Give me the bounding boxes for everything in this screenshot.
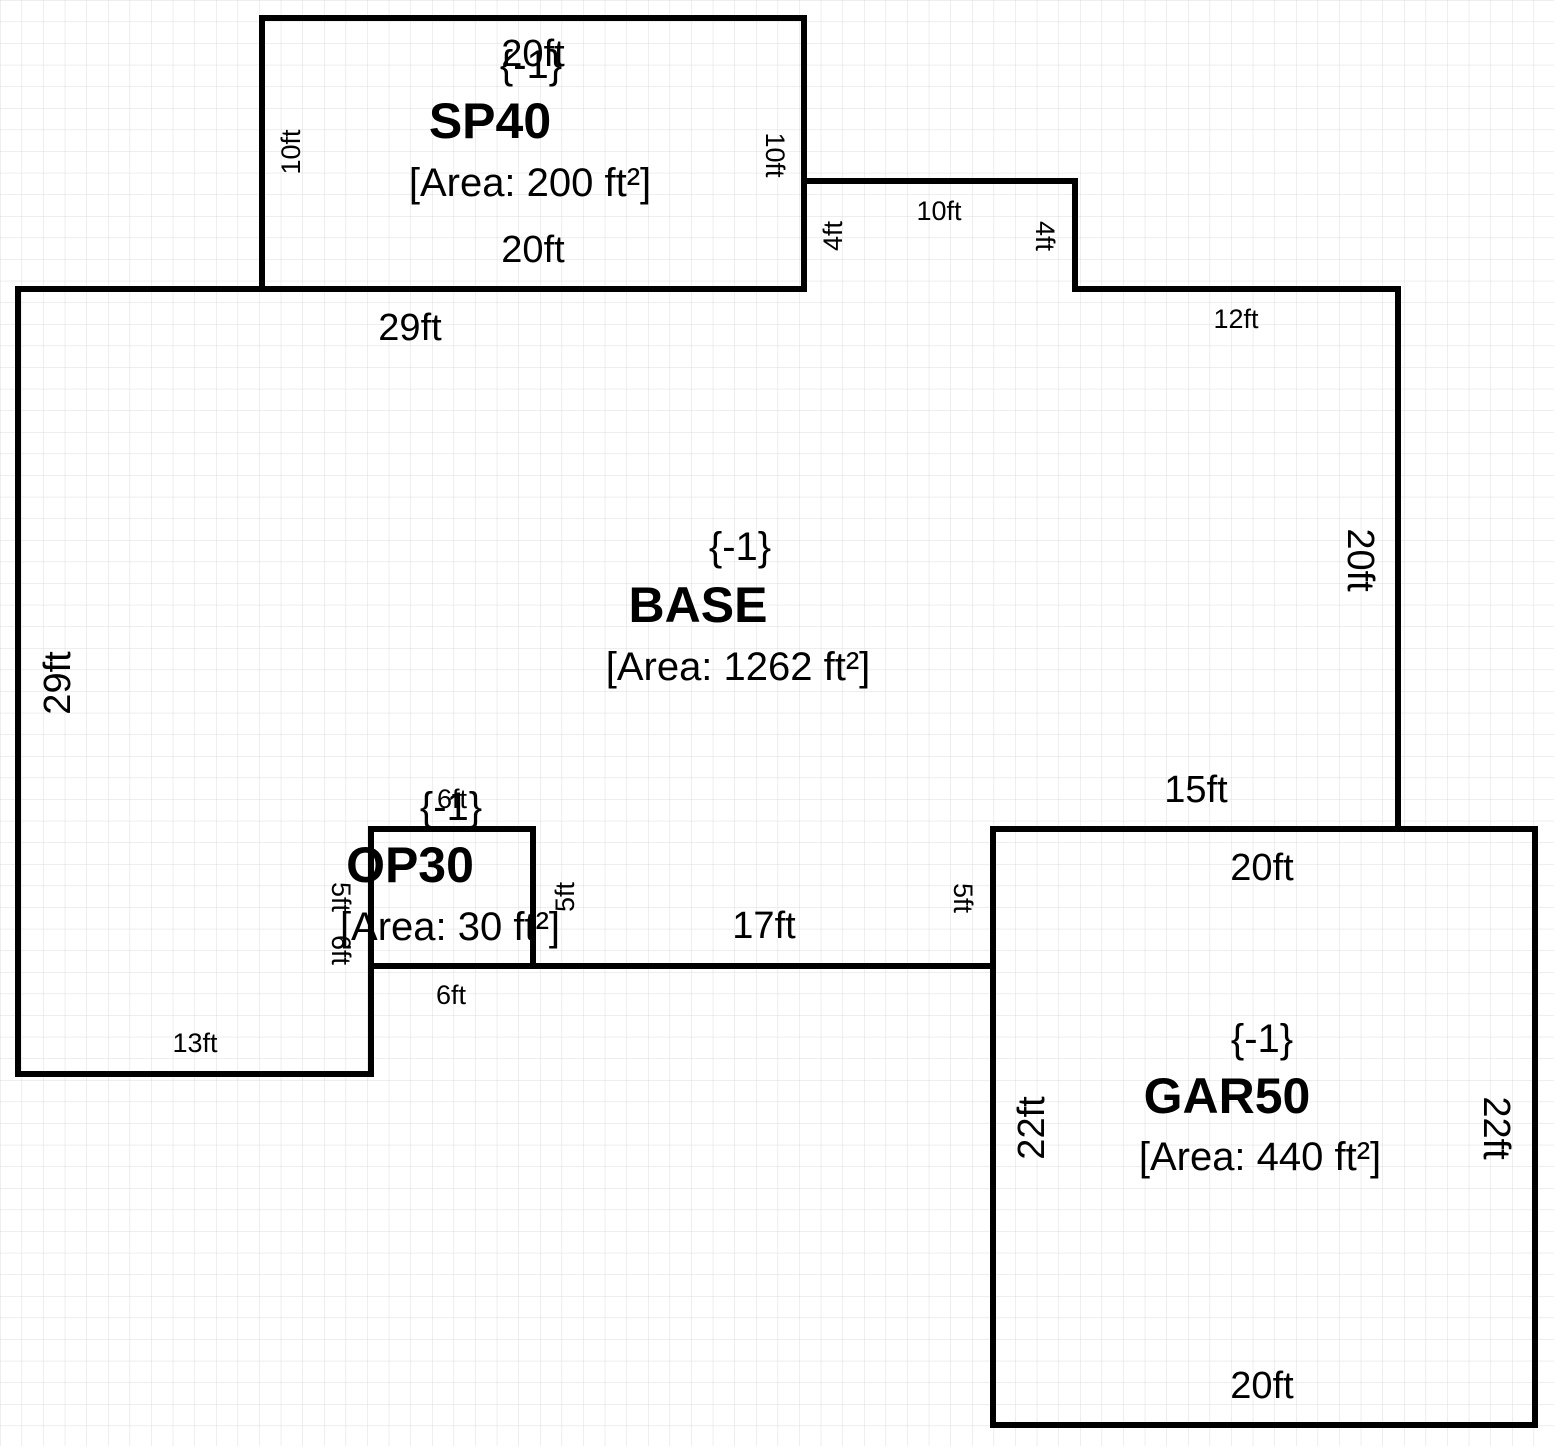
dim-sp40-right: 10ft bbox=[760, 132, 790, 178]
dim-base-bottom-left: 13ft bbox=[172, 1028, 218, 1058]
dim-base-left-step: 6ft bbox=[326, 935, 356, 966]
base-code: {-1} bbox=[709, 525, 771, 569]
room-gar50: {-1} GAR50 [Area: 440 ft²] bbox=[1139, 1017, 1381, 1179]
base-area: [Area: 1262 ft²] bbox=[606, 645, 871, 689]
dim-sp40-left: 10ft bbox=[276, 129, 306, 175]
dim-op30-right: 5ft bbox=[550, 881, 580, 912]
room-op30: {-1} OP30 [Area: 30 ft²] bbox=[340, 785, 560, 949]
dim-base-step: 15ft bbox=[1164, 769, 1228, 811]
room-sp40: {-1} SP40 [Area: 200 ft²] bbox=[409, 43, 651, 205]
dim-base-right: 20ft bbox=[1339, 528, 1381, 592]
walls bbox=[15, 15, 1538, 1428]
dim-gar50-right: 22ft bbox=[1475, 1096, 1517, 1160]
base-top-right-wall bbox=[259, 178, 1401, 832]
dim-base-top-right: 12ft bbox=[1213, 304, 1259, 334]
dim-op30-top: 6ft bbox=[437, 784, 468, 814]
dim-op30-left: 5ft bbox=[326, 882, 356, 913]
gar50-name: GAR50 bbox=[1144, 1068, 1311, 1124]
dim-base-bottom-mid: 17ft bbox=[732, 905, 796, 947]
sp40-area: [Area: 200 ft²] bbox=[409, 161, 651, 205]
gar50-code: {-1} bbox=[1231, 1017, 1293, 1061]
dim-sp40-top: 20ft bbox=[501, 33, 565, 75]
sp40-code: {-1} bbox=[500, 43, 562, 87]
dim-base-left: 29ft bbox=[37, 651, 79, 715]
sp40-name: SP40 bbox=[429, 93, 551, 149]
dim-gar50-top: 20ft bbox=[1230, 847, 1294, 889]
dim-base-notch-left: 4ft bbox=[818, 220, 848, 251]
dimension-labels: 20ft 10ft 10ft 20ft 29ft 29ft 4ft 10ft 4… bbox=[37, 33, 1517, 1407]
gar50-outline bbox=[990, 826, 1538, 1428]
dim-base-notch-top: 10ft bbox=[916, 196, 962, 226]
op30-code: {-1} bbox=[420, 785, 482, 829]
room-base: {-1} BASE [Area: 1262 ft²] bbox=[606, 525, 871, 689]
base-name: BASE bbox=[629, 577, 768, 633]
dim-base-notch-right: 4ft bbox=[1030, 221, 1060, 252]
dim-op30-bottom: 6ft bbox=[436, 980, 467, 1010]
dim-base-top: 29ft bbox=[378, 307, 442, 349]
sp40-outline bbox=[259, 15, 807, 292]
op30-outline bbox=[368, 826, 536, 969]
gar50-area: [Area: 440 ft²] bbox=[1139, 1135, 1381, 1179]
op30-name: OP30 bbox=[346, 837, 474, 893]
dim-gar50-bottom: 20ft bbox=[1230, 1365, 1294, 1407]
dim-gar50-left: 22ft bbox=[1011, 1096, 1053, 1160]
dim-base-inner-right: 5ft bbox=[948, 883, 978, 914]
op30-area: [Area: 30 ft²] bbox=[340, 905, 560, 949]
dim-sp40-bottom: 20ft bbox=[501, 229, 565, 271]
